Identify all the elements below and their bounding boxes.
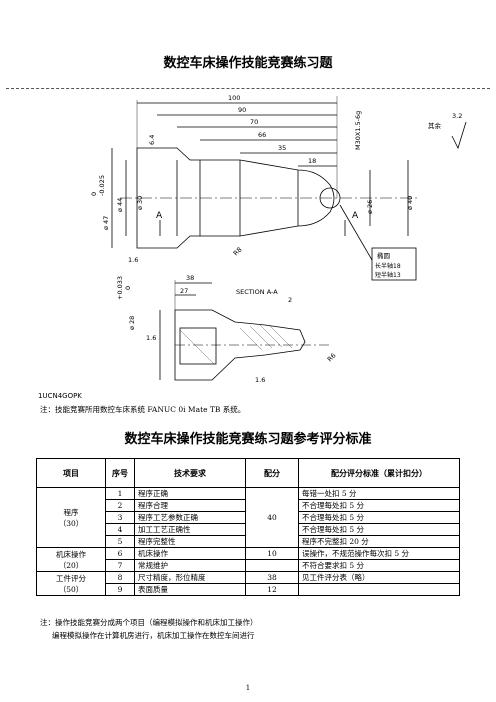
row-std: 不合理每处扣 5 分 [298,523,460,536]
dim-35: 35 [278,144,286,152]
table-header-row: 项目 序号 技术要求 配分 配分评分标准（累计扣分） [36,458,460,488]
row-points: 38 [245,571,299,584]
table-row: 机床操作（20） 6 机床操作 10 误操作，不规范操作每次扣 5 分 [36,547,460,572]
dim-dia-40: ø 40 [406,196,414,210]
row-req: 机床操作 [134,547,246,560]
dim-100: 100 [228,94,240,102]
col-no: 序号 [105,458,135,488]
cut-off-text: 1UCN4GOPK [38,392,82,400]
group-program: 程序（30） [36,487,106,548]
row-no: 2 [105,499,135,512]
row-std: 不合理每处扣 5 分 [298,499,460,512]
row-std: 不符合要求扣 5 分 [298,559,460,572]
system-note: 注：技能竞赛所用数控车床系统 FANUC 0i Mate TB 系统。 [40,405,246,414]
dim-70: 70 [250,118,258,126]
section-label: SECTION A-A [236,288,278,296]
callout-major: 长半轴18 [375,262,401,270]
row-no: 1 [105,487,135,500]
radius-r6: R6 [326,352,338,364]
row-req: 程序工艺参数正确 [134,511,246,524]
dim-18: 18 [308,157,316,165]
dim-dia-30: ø 30 [136,196,144,210]
note-line-2: 编程模拟操作在计算机房进行，机床加工操作在数控车间进行 [52,631,255,640]
roughness-left: 1.6 [128,256,138,264]
dim-27: 27 [180,287,188,295]
row-no: 6 [105,547,135,560]
dim-dia-28: ø 28 [128,316,136,330]
row-no: 4 [105,523,135,536]
row-req: 表面质量 [134,583,246,596]
thread-spec: M30X1.5-6g [354,111,362,150]
roughness-inner: 1.6 [146,334,156,342]
technical-drawing: 100 90 70 66 35 18 M30X1.5-6g 其余 3.2 ø 4… [38,94,467,400]
tol-upper: 0 [90,192,98,196]
table-row: 7 常规维护 不符合要求扣 5 分 [37,559,460,572]
dim-dia-26: ø 26 [366,200,374,214]
col-requirement: 技术要求 [134,458,246,488]
row-req: 常规维护 [134,559,246,572]
score-table-title: 数控车床操作技能竞赛练习题参考评分标准 [124,432,372,447]
dim-38: 38 [186,274,194,282]
note-line-1: 注：操作技能竞赛分成两个项目（编程模拟操作和机床加工操作） [40,618,258,627]
dashed-divider [6,88,490,89]
row-no: 9 [105,583,135,596]
row-no: 3 [105,511,135,524]
callout-ellipse: 椭圆 [377,251,390,260]
row-no: 7 [105,559,135,572]
col-standard: 配分评分标准（累计扣分） [298,458,460,488]
row-points: 12 [245,583,299,596]
col-points: 配分 [245,458,299,488]
row-std [298,583,460,596]
score-table: 项目 序号 技术要求 配分 配分评分标准（累计扣分） 程序（30） 1 程序正确… [36,458,460,596]
roughness-value: 3.2 [452,112,462,120]
group-workpiece: 工件评分（50） [36,571,106,596]
group-points: 10 [245,547,299,560]
dim-dia-47: ø 47 [102,216,110,230]
row-std: 程序不完整扣 20 分 [298,535,460,548]
row-req: 程序合理 [134,499,246,512]
tol-plus: +0.033 [116,276,124,300]
page-number: 1 [245,684,251,692]
group-machine: 机床操作（20） [36,547,106,572]
row-req: 加工工艺正确性 [134,523,246,536]
row-std: 每错一处扣 5 分 [298,487,460,500]
table-row: 5 程序完整性 程序不完整扣 20 分 [37,535,460,548]
row-req: 程序正确 [134,487,246,500]
table-row: 工件评分（50） 8 尺寸精度，形位精度 38 见工件评分表（略） [36,571,460,596]
section-mark-right: A [352,211,359,221]
dim-dia-44: ø 44 [116,198,124,212]
row-points-empty [245,559,299,572]
tol-zero: 0 [124,286,132,290]
dim-66: 66 [258,131,266,139]
roughness-prefix: 其余 [428,121,442,130]
group-points: 40 [245,487,299,548]
section-outline [174,309,306,381]
tol-lower: -0.025 [98,175,106,196]
radius-r8: R8 [232,246,244,258]
dim-90: 90 [238,106,246,114]
callout-minor: 短半轴13 [375,271,401,279]
row-std: 不合理每处扣 5 分 [298,511,460,524]
row-no: 8 [105,571,135,584]
row-req: 程序完整性 [134,535,246,548]
roughness-bottom: 1.6 [255,376,265,384]
row-no: 5 [105,535,135,548]
table-row: 2 程序合理 不合理每处扣 5 分 [37,499,460,512]
part-outline [136,147,335,249]
table-row: 4 加工工艺正确性 不合理每处扣 5 分 [37,523,460,536]
row-req: 尺寸精度，形位精度 [134,571,246,584]
row-std: 见工件评分表（略） [298,571,460,584]
chamfer-6-4: 6.4 [148,135,156,145]
row-std: 误操作，不规范操作每次扣 5 分 [298,547,460,560]
dim-2: 2 [288,296,292,304]
table-row: 程序（30） 1 程序正确 40 每错一处扣 5 分 [36,487,460,548]
table-row: 9 表面质量 12 [37,583,460,596]
col-project: 项目 [36,458,106,488]
competition-note: 注：操作技能竞赛分成两个项目（编程模拟操作和机床加工操作） 编程模拟操作在计算机… [40,616,258,642]
page-title: 数控车床操作技能竞赛练习题 [163,56,333,71]
section-mark-left: A [156,211,163,221]
